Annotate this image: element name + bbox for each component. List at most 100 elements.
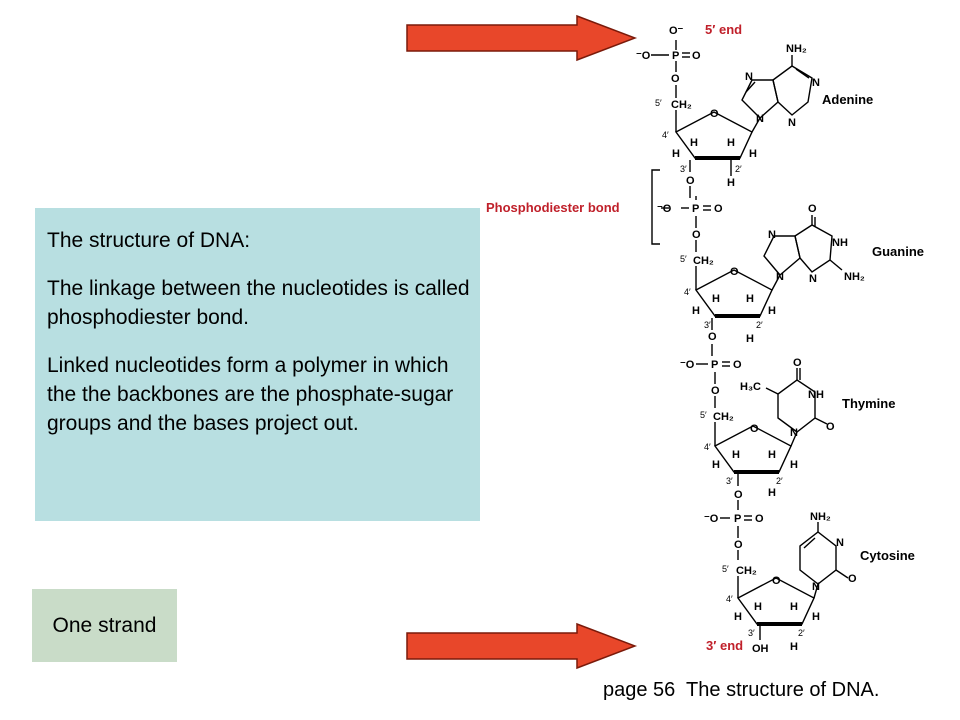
atom-label: O xyxy=(734,539,743,551)
atom-label: O⁻ xyxy=(669,25,684,37)
description-title: The structure of DNA: xyxy=(47,229,251,252)
atom-label: ⁻O xyxy=(657,203,672,215)
atom-label: OH xyxy=(752,643,769,655)
atom-label: O xyxy=(808,203,817,215)
atom-label: P xyxy=(672,50,679,62)
prime-label: 5′ xyxy=(680,254,687,264)
atom-label: N xyxy=(812,581,820,593)
atom-label: H xyxy=(768,449,776,461)
atom-label: H xyxy=(692,305,700,317)
prime-label: 2′ xyxy=(735,164,742,174)
atom-label: O xyxy=(714,203,723,215)
base-label-cytosine: Cytosine xyxy=(860,548,915,563)
atom-label: O xyxy=(710,108,719,120)
prime-label: 2′ xyxy=(756,320,763,330)
prime-label: 4′ xyxy=(684,287,691,297)
atom-label: O xyxy=(793,357,802,369)
atom-label: NH xyxy=(832,237,848,249)
atom-label: N xyxy=(812,77,820,89)
prime-label: 2′ xyxy=(776,476,783,486)
three-prime-end-label: 3′ end xyxy=(706,638,743,653)
atom-label: H xyxy=(672,148,680,160)
arrow-shape xyxy=(406,622,638,670)
atom-label: O xyxy=(734,489,743,501)
atom-label: H xyxy=(712,293,720,305)
atom-label: ⁻O xyxy=(704,513,719,525)
atom-label: H xyxy=(749,148,757,160)
arrow-shape xyxy=(406,14,638,62)
atom-label: O xyxy=(708,331,717,343)
atom-label: H xyxy=(768,487,776,499)
atom-label: H xyxy=(754,601,762,613)
prime-label: 3′ xyxy=(748,628,755,638)
atom-label: N xyxy=(776,271,784,283)
atom-label: H₃C xyxy=(740,381,761,393)
atom-label: H xyxy=(746,333,754,345)
atom-label: CH₂ xyxy=(671,99,692,111)
prime-label: 3′ xyxy=(704,320,711,330)
atom-label: O xyxy=(755,513,764,525)
atom-label: H xyxy=(727,137,735,149)
atom-label: CH₂ xyxy=(736,565,757,577)
atom-label: CH₂ xyxy=(693,255,714,267)
description-paragraph-2: Linked nucleotides form a polymer in whi… xyxy=(47,354,454,435)
atom-label: P xyxy=(734,513,741,525)
atom-label: H xyxy=(812,611,820,623)
atom-label: O xyxy=(686,175,695,187)
dna-strand-diagram: 5′ end O⁻ ⁻O P O O 5′ CH₂ O 4′ H H H H 3… xyxy=(486,22,924,655)
atom-label: H xyxy=(734,611,742,623)
atom-label: O xyxy=(671,73,680,85)
page-caption: page 56 The structure of DNA. xyxy=(603,679,880,701)
atom-label: H xyxy=(732,449,740,461)
description-paragraph-1: The linkage between the nucleotides is c… xyxy=(47,277,470,329)
prime-label: 5′ xyxy=(700,410,707,420)
one-strand-label: One strand xyxy=(32,589,177,662)
atom-label: H xyxy=(712,459,720,471)
atom-label: NH₂ xyxy=(810,511,831,523)
prime-label: 3′ xyxy=(680,164,687,174)
atom-label: O xyxy=(826,421,835,433)
atom-label: O xyxy=(750,423,759,435)
atom-label: H xyxy=(727,177,735,189)
atom-label: NH xyxy=(808,389,824,401)
atom-label: O xyxy=(730,266,739,278)
atom-label: O xyxy=(692,50,701,62)
atom-label: NH₂ xyxy=(844,271,865,283)
atom-label: O xyxy=(733,359,742,371)
five-prime-arrow xyxy=(406,14,638,62)
atom-label: N xyxy=(768,229,776,241)
base-label-adenine: Adenine xyxy=(822,92,873,107)
atom-label: O xyxy=(772,575,781,587)
atom-label: N xyxy=(745,71,753,83)
base-label-thymine: Thymine xyxy=(842,396,895,411)
atom-label: H xyxy=(690,137,698,149)
atom-label: O xyxy=(692,229,701,241)
prime-label: 4′ xyxy=(726,594,733,604)
atom-label: N xyxy=(756,113,764,125)
atom-label: H xyxy=(790,459,798,471)
base-label-guanine: Guanine xyxy=(872,244,924,259)
prime-label: 2′ xyxy=(798,628,805,638)
atom-label: O xyxy=(711,385,720,397)
prime-label: 4′ xyxy=(662,130,669,140)
atom-label: H xyxy=(790,641,798,653)
atom-label: N xyxy=(788,117,796,129)
atom-label: ⁻O xyxy=(636,50,651,62)
atom-label: P xyxy=(692,203,699,215)
prime-label: 5′ xyxy=(655,98,662,108)
atom-label: N xyxy=(836,537,844,549)
prime-label: 5′ xyxy=(722,564,729,574)
five-prime-end-label: 5′ end xyxy=(705,22,742,37)
phosphodiester-bond-label: Phosphodiester bond xyxy=(486,200,620,215)
atom-label: CH₂ xyxy=(713,411,734,423)
prime-label: 4′ xyxy=(704,442,711,452)
atom-label: N xyxy=(809,273,817,285)
atom-label: O xyxy=(848,573,857,585)
atom-label: P xyxy=(711,359,718,371)
atom-label: N xyxy=(790,427,798,439)
description-box: The structure of DNA: The linkage betwee… xyxy=(35,208,480,521)
prime-label: 3′ xyxy=(726,476,733,486)
atom-label: H xyxy=(768,305,776,317)
atom-label: ⁻O xyxy=(680,359,695,371)
atom-label: H xyxy=(790,601,798,613)
